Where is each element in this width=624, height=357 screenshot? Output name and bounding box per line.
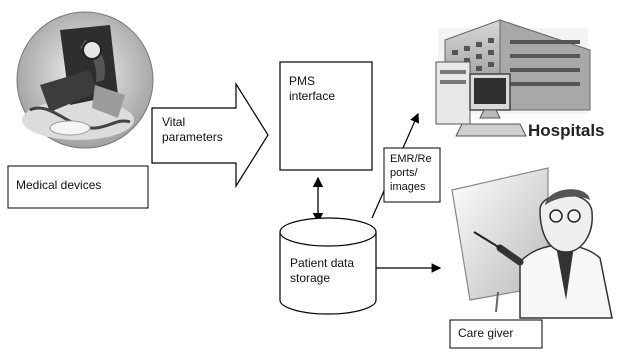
medical-devices-box (7, 165, 149, 209)
vital-parameters-arrow (151, 81, 269, 189)
vital-line-1: Vital (162, 115, 186, 129)
storage-line-1: Patient data (290, 256, 355, 270)
computer-icon (435, 61, 527, 137)
medical-devices-photo-icon (16, 11, 154, 149)
patient-data-storage-cylinder (279, 217, 377, 315)
care-giver-box (449, 319, 543, 349)
emr-line-2: ports/ (390, 167, 418, 179)
vital-line-2: parameters (162, 130, 223, 144)
patient-storage-label: Patient data storage (290, 256, 354, 286)
vital-parameters-label: Vital parameters (162, 115, 223, 145)
emr-line-3: images (390, 181, 426, 193)
emr-line-1: EMR/Re (390, 153, 432, 165)
hospitals-label: Hospitals (528, 121, 605, 140)
storage-line-2: storage (290, 271, 331, 285)
pms-line-2: interface (289, 89, 336, 103)
emr-reports-box (383, 147, 441, 203)
care-giver-label: Care giver (458, 326, 514, 340)
emr-reports-label: EMR/Re ports/ images (390, 152, 432, 194)
pms-interface-box (279, 61, 373, 171)
caregiver-doctor-icon (451, 167, 613, 319)
medical-devices-label: Medical devices (16, 178, 102, 192)
pms-line-1: PMS (289, 74, 316, 88)
pms-interface-label: PMS interface (289, 74, 335, 104)
